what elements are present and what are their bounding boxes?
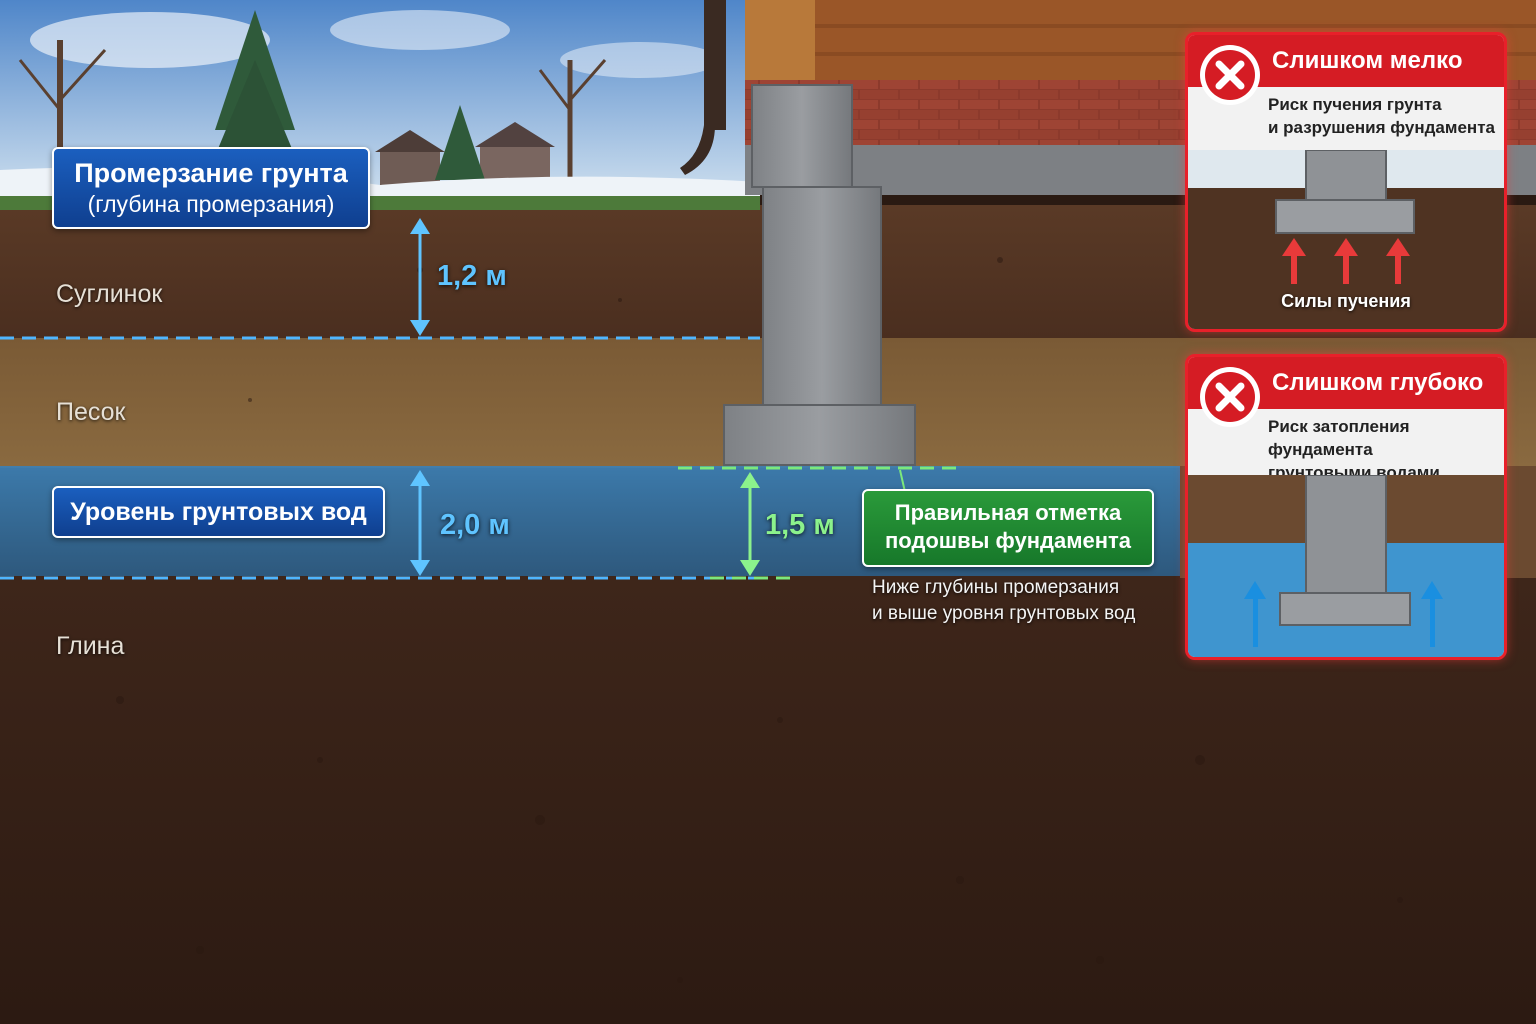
error-x-icon (1200, 367, 1260, 427)
warning-desc-line2: и разрушения фундамента (1268, 118, 1495, 137)
correct-footing-note-line2: и выше уровня грунтовых вод (872, 603, 1136, 624)
layer-label-clay: Глина (56, 632, 125, 660)
frost-subtitle: (глубина промерзания) (87, 191, 335, 217)
warning-title: Слишком мелко (1272, 47, 1463, 74)
warning-description: Риск затопления фундамента грунтовыми во… (1268, 415, 1504, 484)
groundwater-depth-dimension: 2,0 м (440, 509, 510, 541)
warning-card-too-shallow: Слишком мелко Риск пучения грунта и разр… (1185, 32, 1507, 332)
warning-description: Риск пучения грунта и разрушения фундаме… (1268, 93, 1495, 139)
correct-footing-title-line1: Правильная отметка (894, 500, 1122, 525)
frost-depth-label-box: Промерзание грунта (глубина промерзания) (52, 147, 370, 229)
warning-card-too-deep: Слишком глубоко Риск затопления фундамен… (1185, 354, 1507, 660)
heave-forces-caption: Силы пучения (1281, 291, 1411, 311)
frost-depth-dimension: 1,2 м (437, 260, 507, 292)
warning-desc-line1: Риск пучения грунта (1268, 95, 1442, 114)
warning-title: Слишком глубоко (1272, 369, 1484, 396)
footing-depth-dimension: 1,5 м (765, 509, 835, 541)
warning-desc-line1: Риск затопления фундамента (1268, 417, 1410, 459)
layer-label-sand: Песок (56, 398, 126, 426)
layer-label-loam: Суглинок (56, 280, 163, 308)
correct-footing-title-line2: подошвы фундамента (884, 528, 1132, 553)
correct-footing-label-box: Правильная отметка подошвы фундамента (862, 489, 1154, 567)
error-x-icon (1200, 45, 1260, 105)
frost-title: Промерзание грунта (74, 158, 348, 188)
shallow-footing-illustration (1188, 150, 1504, 329)
correct-footing-note: Ниже глубины промерзания и выше уровня г… (872, 575, 1172, 627)
correct-footing-note-line1: Ниже глубины промерзания (872, 577, 1120, 598)
groundwater-label-box: Уровень грунтовых вод (52, 486, 385, 538)
deep-footing-illustration (1188, 475, 1504, 657)
